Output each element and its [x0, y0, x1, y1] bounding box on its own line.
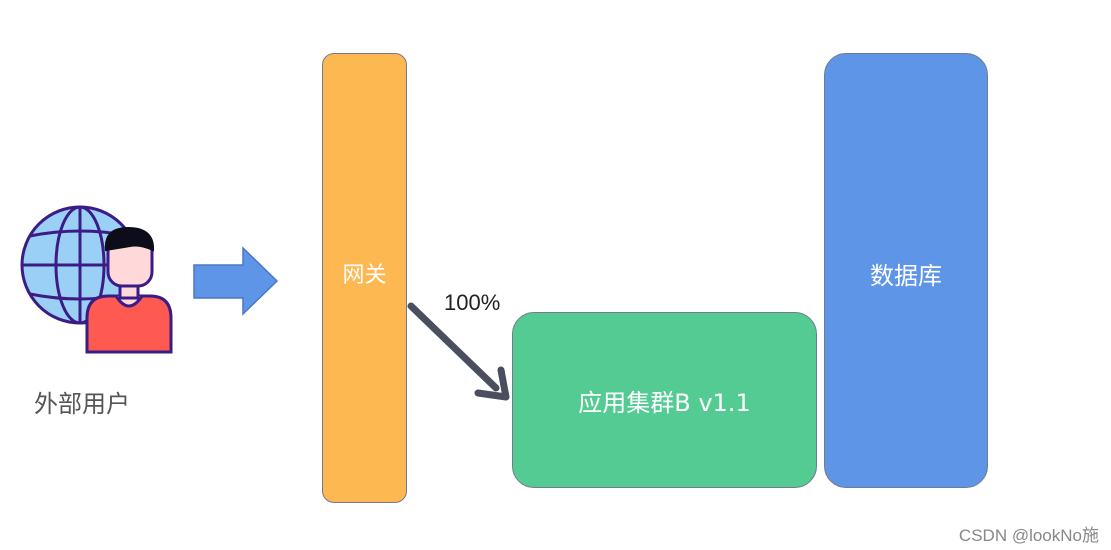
watermark: CSDN @lookNo施 [958, 526, 1099, 545]
database-label: 数据库 [870, 262, 942, 290]
gateway-to-cluster-arrow [407, 302, 510, 401]
cluster-label: 应用集群B v1.1 [578, 388, 751, 417]
user-label: 外部用户 [34, 390, 130, 418]
gateway-node: 网关 [322, 53, 407, 503]
traffic-percent-label: 100% [444, 290, 501, 315]
cluster-node: 应用集群B v1.1 [512, 312, 817, 488]
input-arrow [193, 246, 279, 316]
gateway-label: 网关 [342, 263, 387, 288]
database-node: 数据库 [824, 53, 988, 488]
person-icon [85, 226, 173, 354]
